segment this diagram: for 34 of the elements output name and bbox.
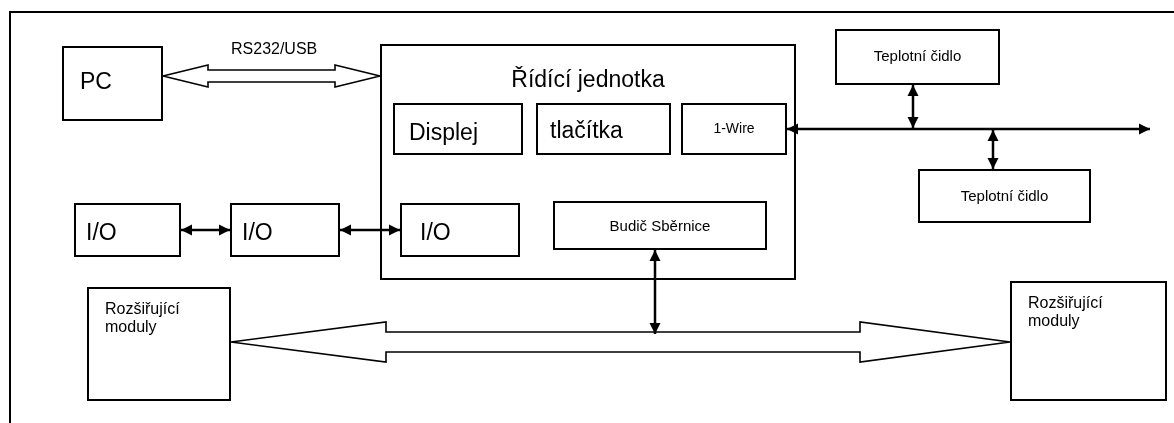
hollow-arrow (230, 321, 1011, 363)
block-box (74, 203, 181, 257)
block-label: Řídící jednotka (510, 66, 666, 93)
block-box (918, 169, 1091, 223)
block-label: 1-Wire (712, 120, 756, 137)
block-label: I/O (86, 219, 117, 246)
block-label: Rozšiřující moduly (1028, 294, 1104, 331)
block-label: Displej (409, 119, 479, 146)
block-box (230, 203, 340, 257)
block-label: Teplotní čidlo (959, 187, 1050, 205)
block-box (681, 103, 787, 155)
block-box (536, 103, 671, 155)
hollow-arrow (162, 64, 381, 88)
arrow (907, 85, 919, 128)
block-label: Rozšiřující moduly (105, 300, 181, 337)
arrow (340, 224, 400, 236)
block-box (835, 29, 1000, 85)
block-box (87, 287, 231, 401)
block-box (393, 103, 523, 155)
block-label: PC (80, 68, 112, 95)
block-label: Teplotní čidlo (872, 47, 963, 65)
block-box (380, 44, 796, 280)
block-label: I/O (242, 219, 273, 246)
block-label: I/O (420, 219, 451, 246)
block-box (553, 201, 767, 250)
arrow (987, 130, 999, 169)
block-box (1010, 281, 1167, 401)
block-label: Budič Sběrnice (608, 217, 712, 235)
arrow (787, 123, 1150, 135)
block-box (62, 46, 163, 121)
block-label: tlačítka (550, 117, 623, 144)
arrow (181, 224, 230, 236)
arrow (649, 250, 661, 334)
block-box (400, 203, 520, 257)
